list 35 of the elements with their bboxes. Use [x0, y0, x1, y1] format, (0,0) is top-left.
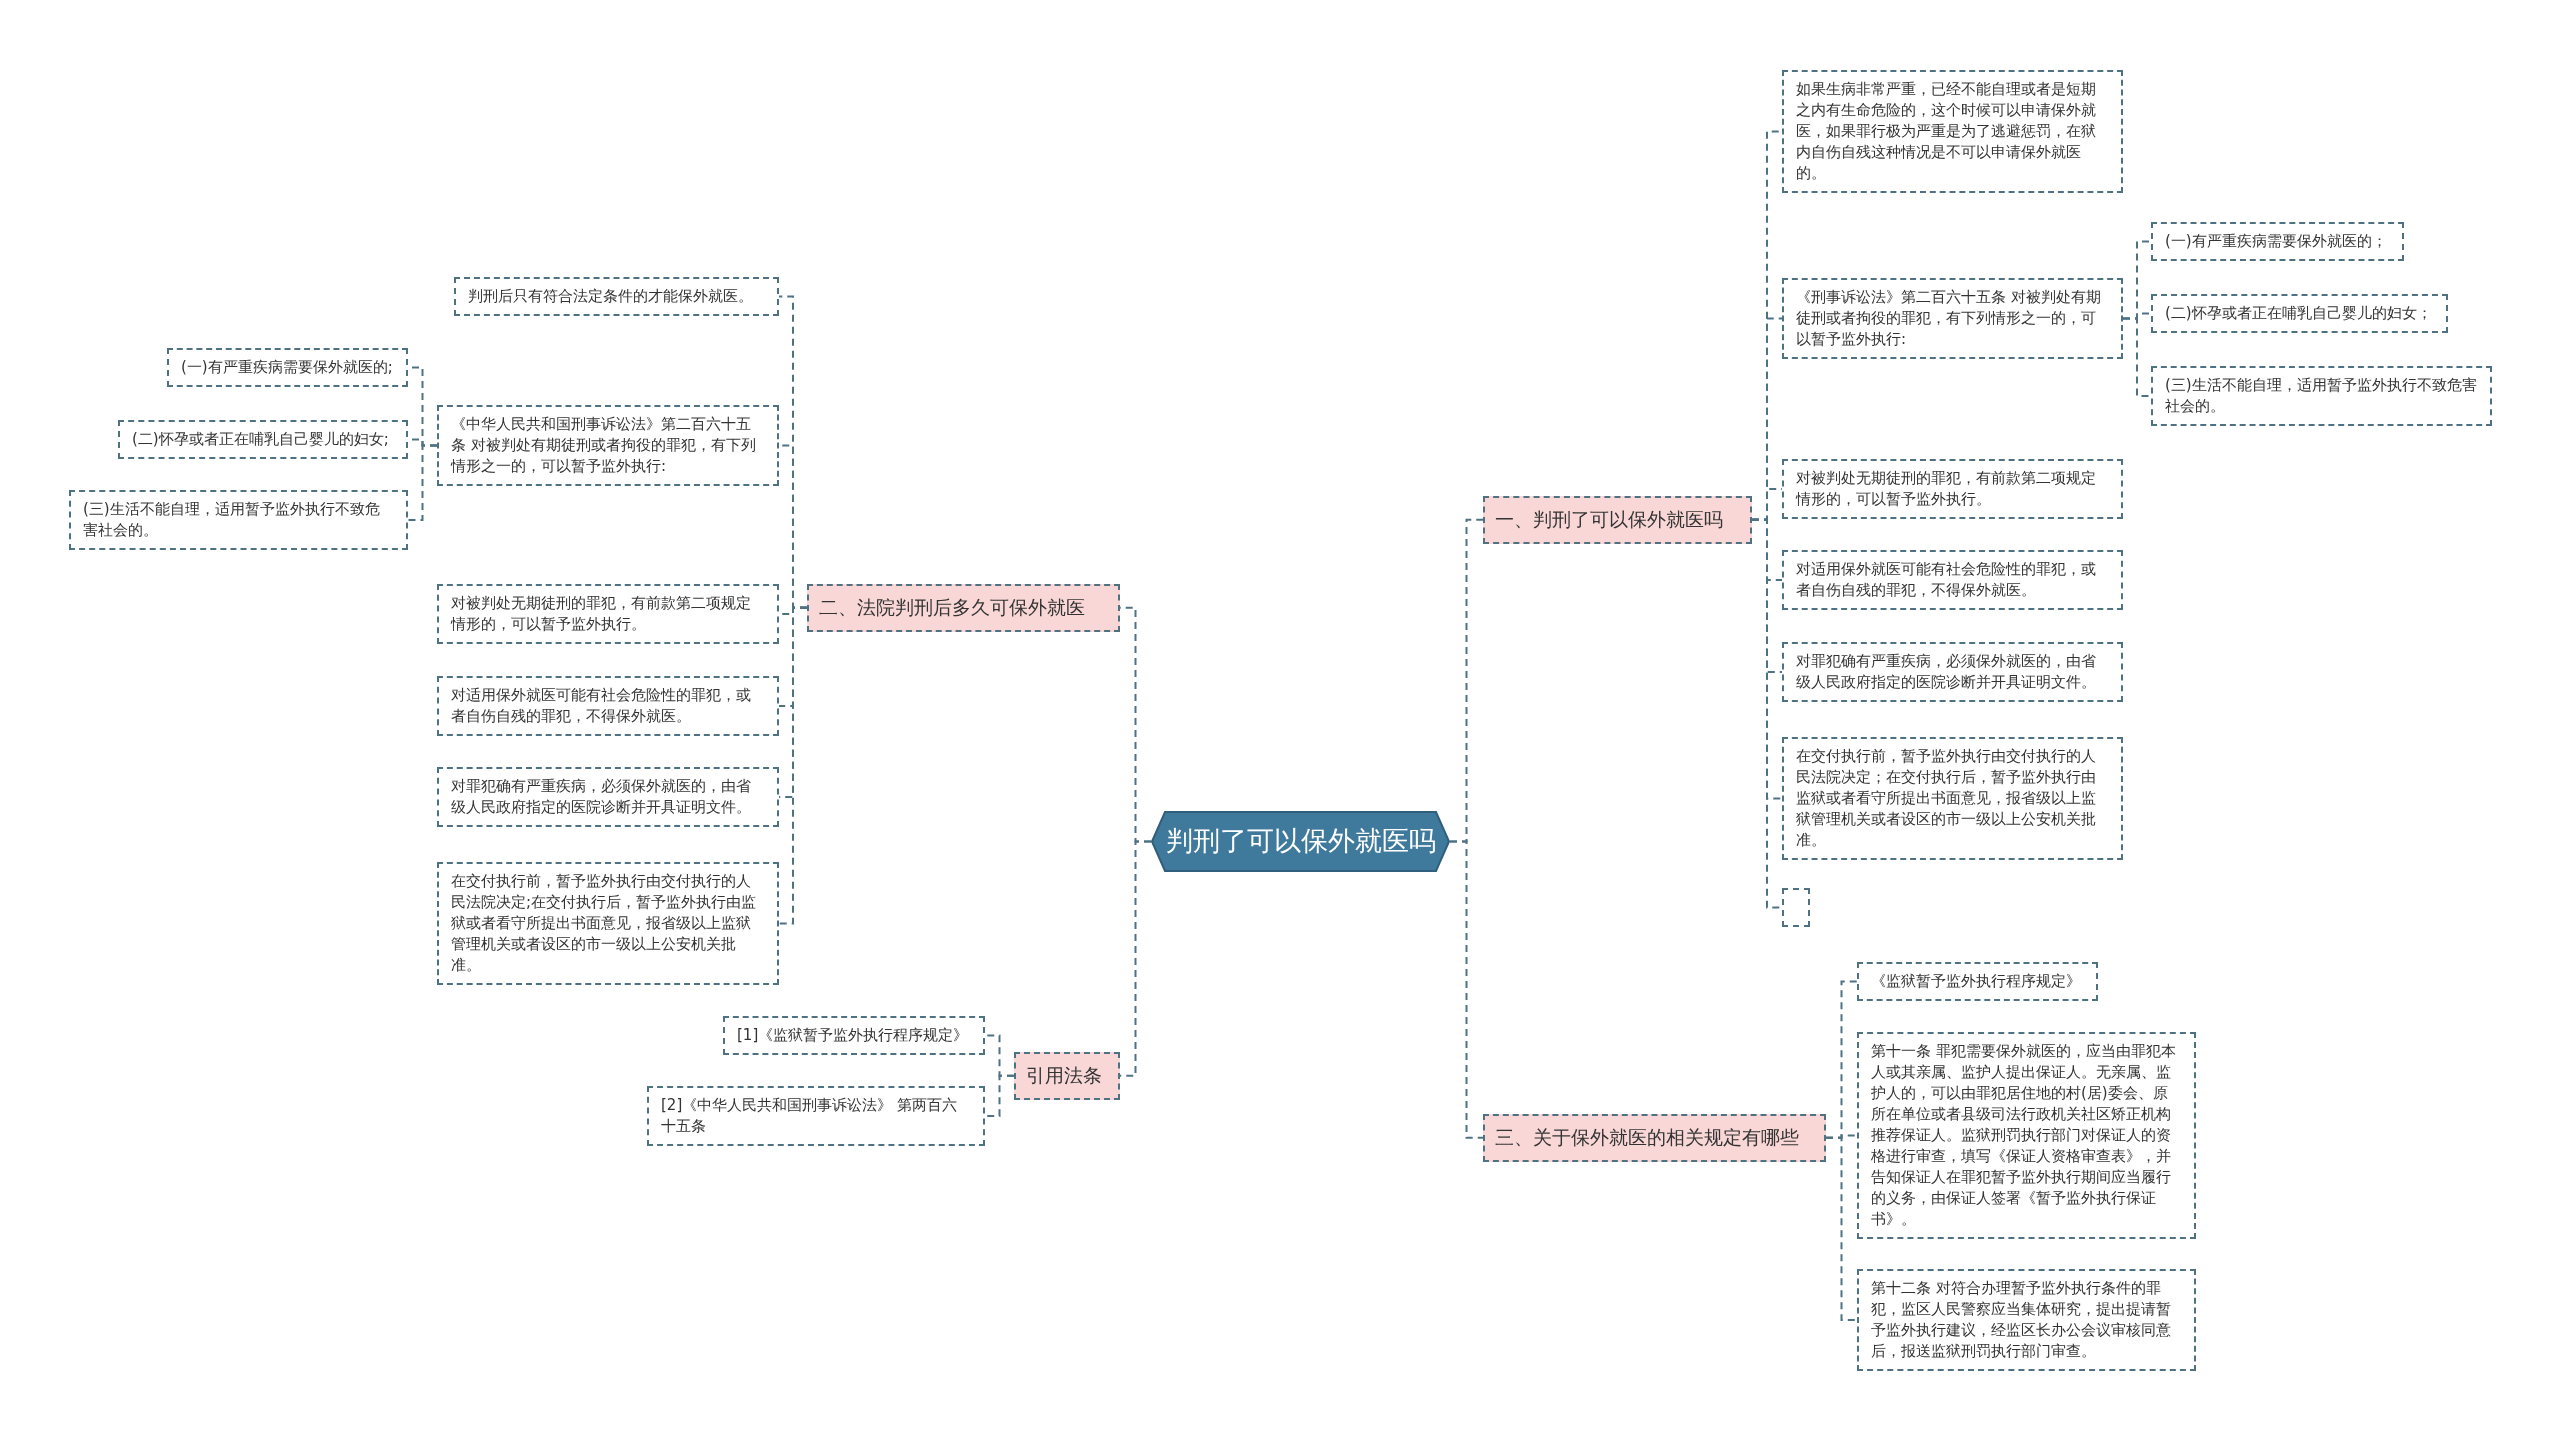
text-box: (二)怀孕或者正在哺乳自己婴儿的妇女； [2151, 294, 2448, 333]
connector [407, 444, 438, 521]
connector [778, 606, 808, 925]
text-box: (三)生活不能自理，适用暂予监外执行不致危害社会的。 [2151, 366, 2492, 426]
text-box: (三)生活不能自理，适用暂予监外执行不致危害社会的。 [69, 490, 408, 550]
connector [1449, 840, 1484, 1139]
text-box: 在交付执行前，暂予监外执行由交付执行的人民法院决定;在交付执行后，暂予监外执行由监狱或者看守所提出书面意见，报省级以上监狱管理机关或者设区的市一级以上公安机关批准。 [437, 862, 779, 985]
text-box: 判刑后只有符合法定条件的才能保外就医。 [454, 277, 779, 316]
text-box: 对适用保外就医可能有社会危险性的罪犯，或者自伤自残的罪犯，不得保外就医。 [1782, 550, 2123, 610]
text-box: 第十二条 对符合办理暂予监外执行条件的罪犯，监区人民警察应当集体研究，提出提请暂予监外执行建议，经监区长办公会议审核同意后，报送监狱刑罚执行部门审查。 [1857, 1269, 2196, 1371]
topic-box: 引用法条 [1014, 1052, 1120, 1100]
connector [1825, 1136, 1858, 1321]
topic-box: 二、法院判刑后多久可保外就医 [807, 584, 1120, 632]
text-box: 如果生病非常严重，已经不能自理或者是短期之内有生命危险的，这个时候可以申请保外就医，如果罪行极为严重是为了逃避惩罚，在狱内自伤自残这种情况是不可以申请保外就医的。 [1782, 70, 2123, 193]
text-box: 第十一条 罪犯需要保外就医的，应当由罪犯本人或其亲属、监护人提出保证人。无亲属、监护人的，可以由罪犯居住地的村(居)委会、原所在单位或者县级司法行政机关社区矫正机构推荐保证人。监狱刑罚执行部门对保证人的资格进行审查，填写《保证人资格审查表》，并告知保证人在罪犯暂予监外执行期间应当履行的义务，由保证人签署《暂予监外执行保证书》。 [1857, 1032, 2196, 1239]
text-box: [2]《中华人民共和国刑事诉讼法》 第两百六十五条 [647, 1086, 985, 1146]
text-box: 对罪犯确有严重疾病，必须保外就医的，由省级人民政府指定的医院诊断并开具证明文件。 [437, 767, 779, 827]
text-box: (一)有严重疾病需要保外就医的； [2151, 222, 2404, 261]
connector [984, 1074, 1015, 1117]
text-box: 在交付执行前，暂予监外执行由交付执行的人民法院决定；在交付执行后，暂予监外执行由监狱或者看守所提出书面意见，报省级以上监狱管理机关或者设区的市一级以上公安机关批准。 [1782, 737, 2123, 860]
text-box: 对罪犯确有严重疾病，必须保外就医的，由省级人民政府指定的医院诊断并开具证明文件。 [1782, 642, 2123, 702]
text-box: 《刑事诉讼法》第二百六十五条 对被判处有期徒刑或者拘役的罪犯，有下列情形之一的，可以暂予监外执行: [1782, 278, 2123, 359]
text-box: 对适用保外就医可能有社会危险性的罪犯，或者自伤自残的罪犯，不得保外就医。 [437, 676, 779, 736]
text-box: 对被判处无期徒刑的罪犯，有前款第二项规定情形的，可以暂予监外执行。 [1782, 459, 2123, 519]
text-box: (二)怀孕或者正在哺乳自己婴儿的妇女; [118, 420, 408, 459]
connector [2122, 317, 2152, 397]
topic-box: 一、判刑了可以保外就医吗 [1483, 496, 1752, 544]
text-box: 《中华人民共和国刑事诉讼法》第二百六十五条 对被判处有期徒刑或者拘役的罪犯，有下列情形之一的，可以暂予监外执行: [437, 405, 779, 486]
text-box: [1]《监狱暂予监外执行程序规定》 [723, 1016, 985, 1055]
text-box: (一)有严重疾病需要保外就医的; [167, 348, 408, 387]
topic-box: 三、关于保外就医的相关规定有哪些 [1483, 1114, 1826, 1162]
text-box: 《监狱暂予监外执行程序规定》 [1857, 962, 2098, 1001]
text-box: 对被判处无期徒刑的罪犯，有前款第二项规定情形的，可以暂予监外执行。 [437, 584, 779, 644]
empty-box [1782, 888, 1810, 927]
central-topic: 判刑了可以保外就医吗 [1151, 811, 1450, 872]
